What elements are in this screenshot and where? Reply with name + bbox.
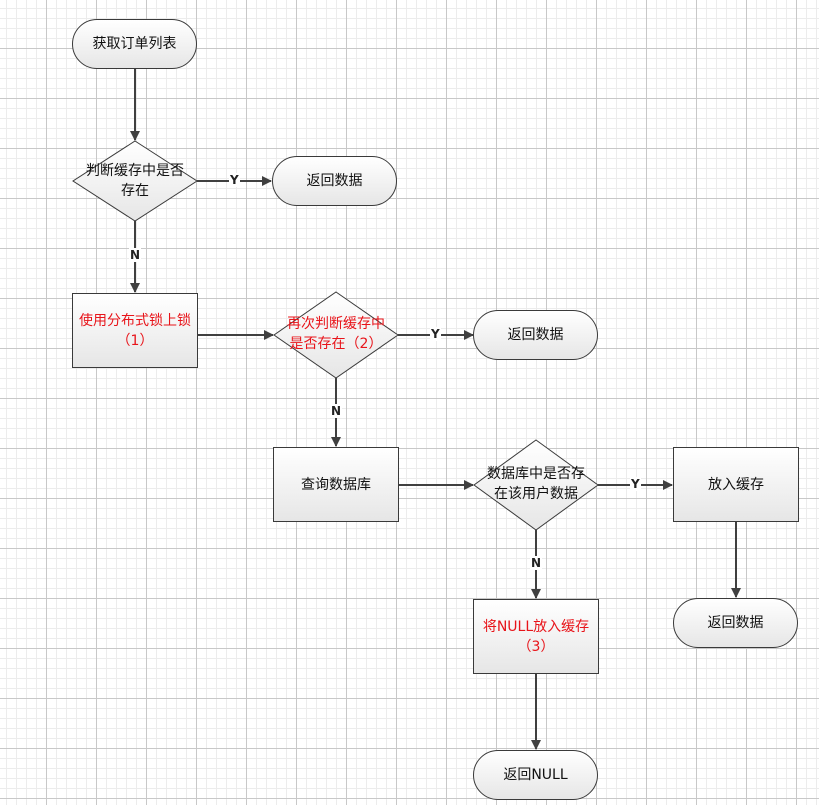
decision-recheck-cache-label: 再次判断缓存中是否存在（2） bbox=[287, 316, 385, 352]
put-cache-process: 放入缓存 bbox=[673, 447, 799, 522]
return-data-terminal-2: 返回数据 bbox=[473, 310, 598, 360]
return-null-terminal: 返回NULL bbox=[473, 750, 598, 800]
distributed-lock-process: 使用分布式锁上锁（1） bbox=[72, 293, 198, 368]
return-data-terminal-1: 返回数据 bbox=[272, 156, 397, 206]
put-null-cache-process: 将NULL放入缓存（3） bbox=[473, 599, 599, 674]
edge-label-yes-2: Y bbox=[430, 327, 441, 341]
decision-check-cache-label: 判断缓存中是否存在 bbox=[86, 163, 184, 199]
return-data-terminal-3: 返回数据 bbox=[673, 598, 798, 648]
edge-label-no-2: N bbox=[330, 404, 343, 418]
decision-db-exists-label: 数据库中是否存在该用户数据 bbox=[487, 466, 585, 502]
edge-label-no-3: N bbox=[530, 556, 543, 570]
query-database-process: 查询数据库 bbox=[273, 447, 399, 522]
start-terminal: 获取订单列表 bbox=[72, 19, 197, 69]
edge-label-yes-3: Y bbox=[630, 477, 641, 491]
edge-label-yes-1: Y bbox=[229, 173, 240, 187]
edge-label-no-1: N bbox=[129, 248, 142, 262]
